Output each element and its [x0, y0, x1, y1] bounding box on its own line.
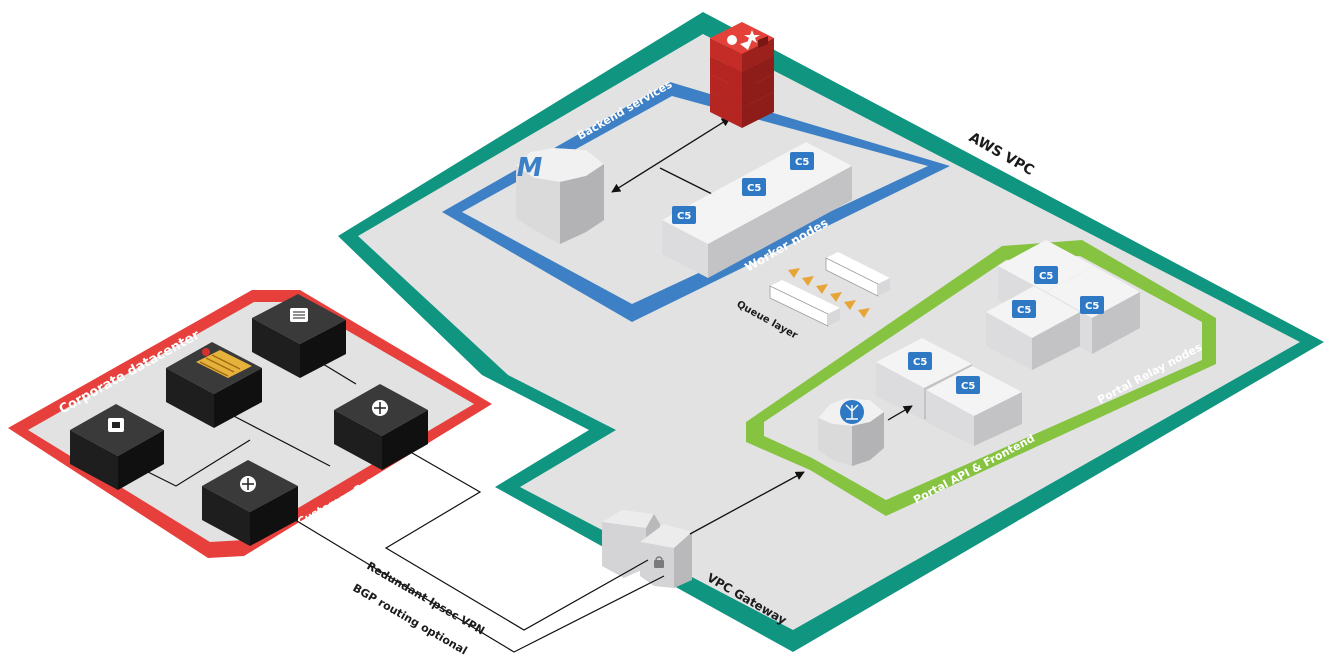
svg-text:C5: C5 — [913, 357, 927, 368]
svg-text:C5: C5 — [1017, 305, 1031, 316]
relay-node: C5 — [986, 286, 1080, 370]
worker-node-group: C5 C5 C5 — [662, 142, 852, 278]
api-node-group: C5 C5 — [876, 338, 1022, 446]
gateway-to-portal-arrow — [689, 471, 805, 535]
api-node: C5 — [926, 366, 1022, 446]
worker-node: C5 — [662, 194, 756, 278]
svg-text:C5: C5 — [747, 183, 761, 194]
redis-icon — [710, 22, 774, 128]
load-balancer-icon — [818, 398, 884, 466]
svg-text:C5: C5 — [1085, 301, 1099, 312]
lb-to-api-arrow — [887, 405, 913, 421]
device-server-left — [70, 404, 164, 490]
queue-arrows — [788, 268, 870, 318]
vpn-lines — [281, 445, 665, 653]
svg-text:C5: C5 — [961, 381, 975, 392]
svg-text:C5: C5 — [1039, 271, 1053, 282]
device-switch-right — [334, 384, 428, 470]
device-firewall — [166, 342, 262, 428]
device-switch-left — [202, 460, 298, 546]
svg-text:C5: C5 — [677, 211, 691, 222]
svg-text:C5: C5 — [795, 157, 809, 168]
relay-node-group: C5 C5 C5 — [986, 240, 1140, 370]
lock-icon — [654, 560, 664, 568]
device-server-top — [252, 294, 346, 378]
master-letter: M — [514, 153, 545, 183]
corporate-region-floor — [28, 302, 474, 542]
master-server-icon: M — [514, 148, 604, 244]
